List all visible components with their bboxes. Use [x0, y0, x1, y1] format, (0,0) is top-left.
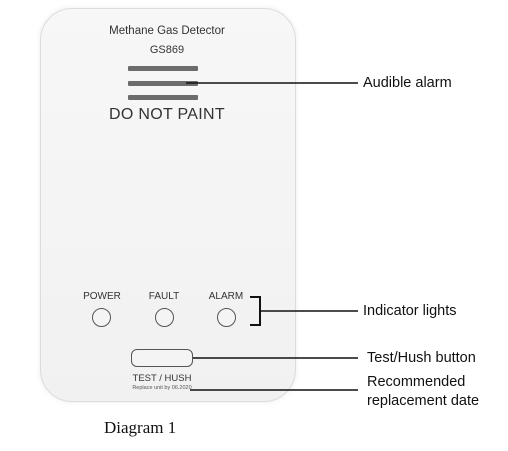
device-title: Methane Gas Detector	[109, 25, 225, 37]
led-label-power: POWER	[83, 291, 121, 302]
test-hush-button[interactable]	[131, 349, 193, 367]
alarm-grille-bar-2	[128, 81, 198, 86]
do-not-paint-label: DO NOT PAINT	[109, 106, 225, 123]
indicator-lights-callout: Indicator lights	[363, 303, 457, 319]
led-label-fault: FAULT	[148, 291, 180, 302]
device-model: GS869	[149, 44, 185, 56]
test-hush-callout: Test/Hush button	[367, 350, 476, 366]
alarm-indicator-light	[217, 308, 236, 327]
fault-indicator-light	[155, 308, 174, 327]
replacement-date-text: Replace unit by 06.2020	[132, 385, 192, 391]
led-label-alarm: ALARM	[208, 291, 244, 302]
replacement-callout-line2: replacement date	[367, 393, 480, 409]
indicator-lights-bracket	[250, 296, 261, 326]
audible-alarm-callout: Audible alarm	[363, 75, 452, 91]
alarm-grille-bar-3	[128, 95, 198, 100]
diagram-caption: Diagram 1	[104, 418, 177, 437]
test-hush-label: TEST / HUSH	[132, 373, 192, 384]
power-indicator-light	[92, 308, 111, 327]
alarm-grille-bar-1	[128, 66, 198, 71]
methane-detector-body	[40, 8, 296, 402]
replacement-callout-line1: Recommended	[367, 374, 466, 390]
